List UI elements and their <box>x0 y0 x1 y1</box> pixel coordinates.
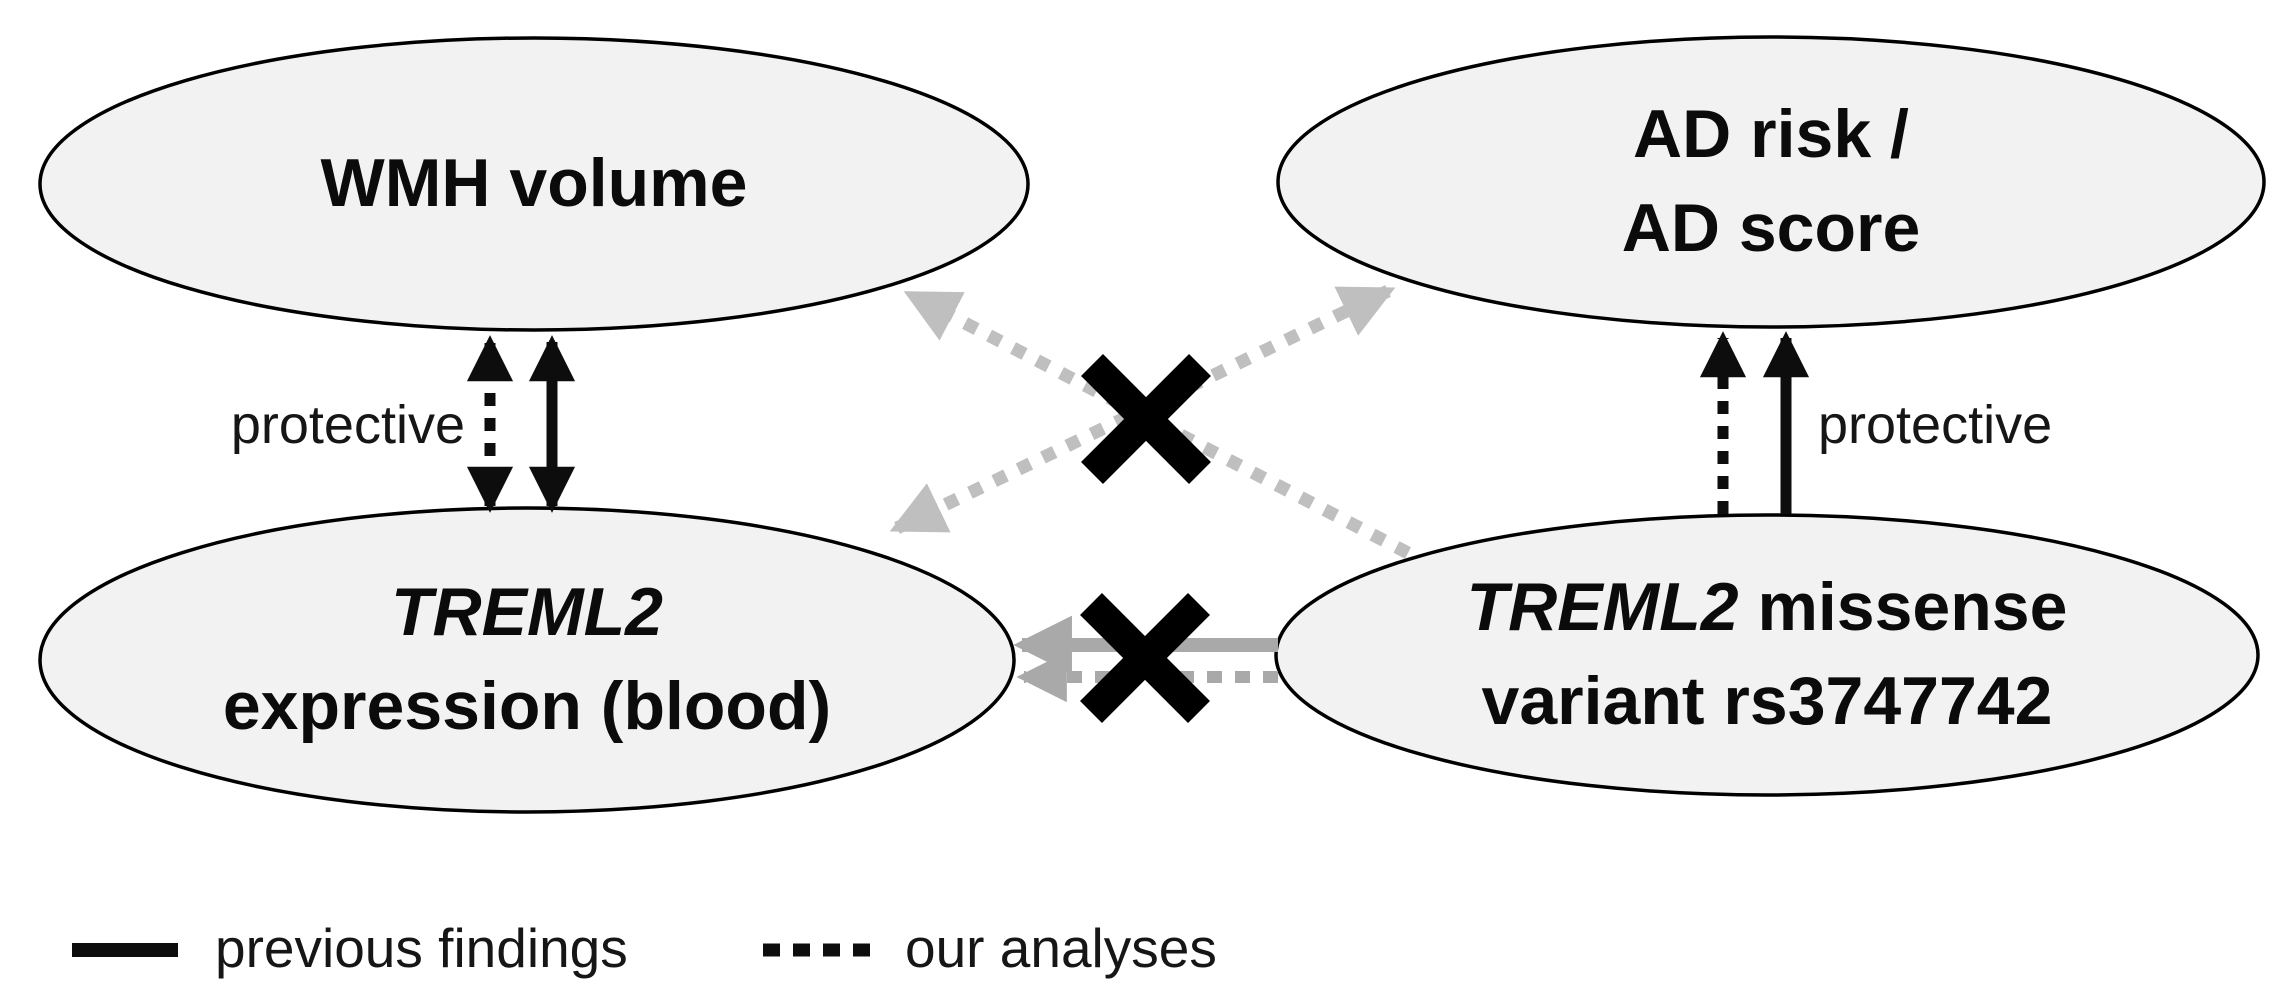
variant-line2: variant rs3747742 <box>1481 663 2053 739</box>
expression-line2: expression (blood) <box>222 668 832 744</box>
legend-solid-label: previous findings <box>215 917 628 979</box>
protective-label-right: protective <box>1818 395 2053 455</box>
node-ad-risk-ellipse <box>1276 35 2266 329</box>
variant-gene-text: TREML2 <box>1466 569 1739 646</box>
legend-solid-line-swatch <box>72 943 178 957</box>
variant-line1: TREML2 missense <box>1467 561 2068 655</box>
node-ad-risk-label: AD risk / AD score <box>1278 37 2264 327</box>
node-treml2-variant-ellipse <box>1274 513 2260 797</box>
node-treml2-expression-label: TREML2 expression (blood) <box>40 508 1014 812</box>
variant-line1-rest: missense <box>1738 569 2068 646</box>
wmh-volume-text: WMH volume <box>320 145 748 222</box>
node-wmh-volume-ellipse <box>38 36 1030 332</box>
cross-lower-icon <box>1080 593 1210 723</box>
expression-gene-text: TREML2 <box>391 574 663 651</box>
ad-risk-line1: AD risk / <box>1633 96 1909 173</box>
cross-upper-icon <box>1081 354 1211 484</box>
ad-risk-line2: AD score <box>1621 190 1921 266</box>
legend-dashed-label: our analyses <box>905 917 1217 979</box>
node-wmh-volume-label: WMH volume <box>40 38 1028 330</box>
node-treml2-variant-label: TREML2 missense variant rs3747742 <box>1276 515 2258 795</box>
protective-label-left: protective <box>230 395 465 455</box>
